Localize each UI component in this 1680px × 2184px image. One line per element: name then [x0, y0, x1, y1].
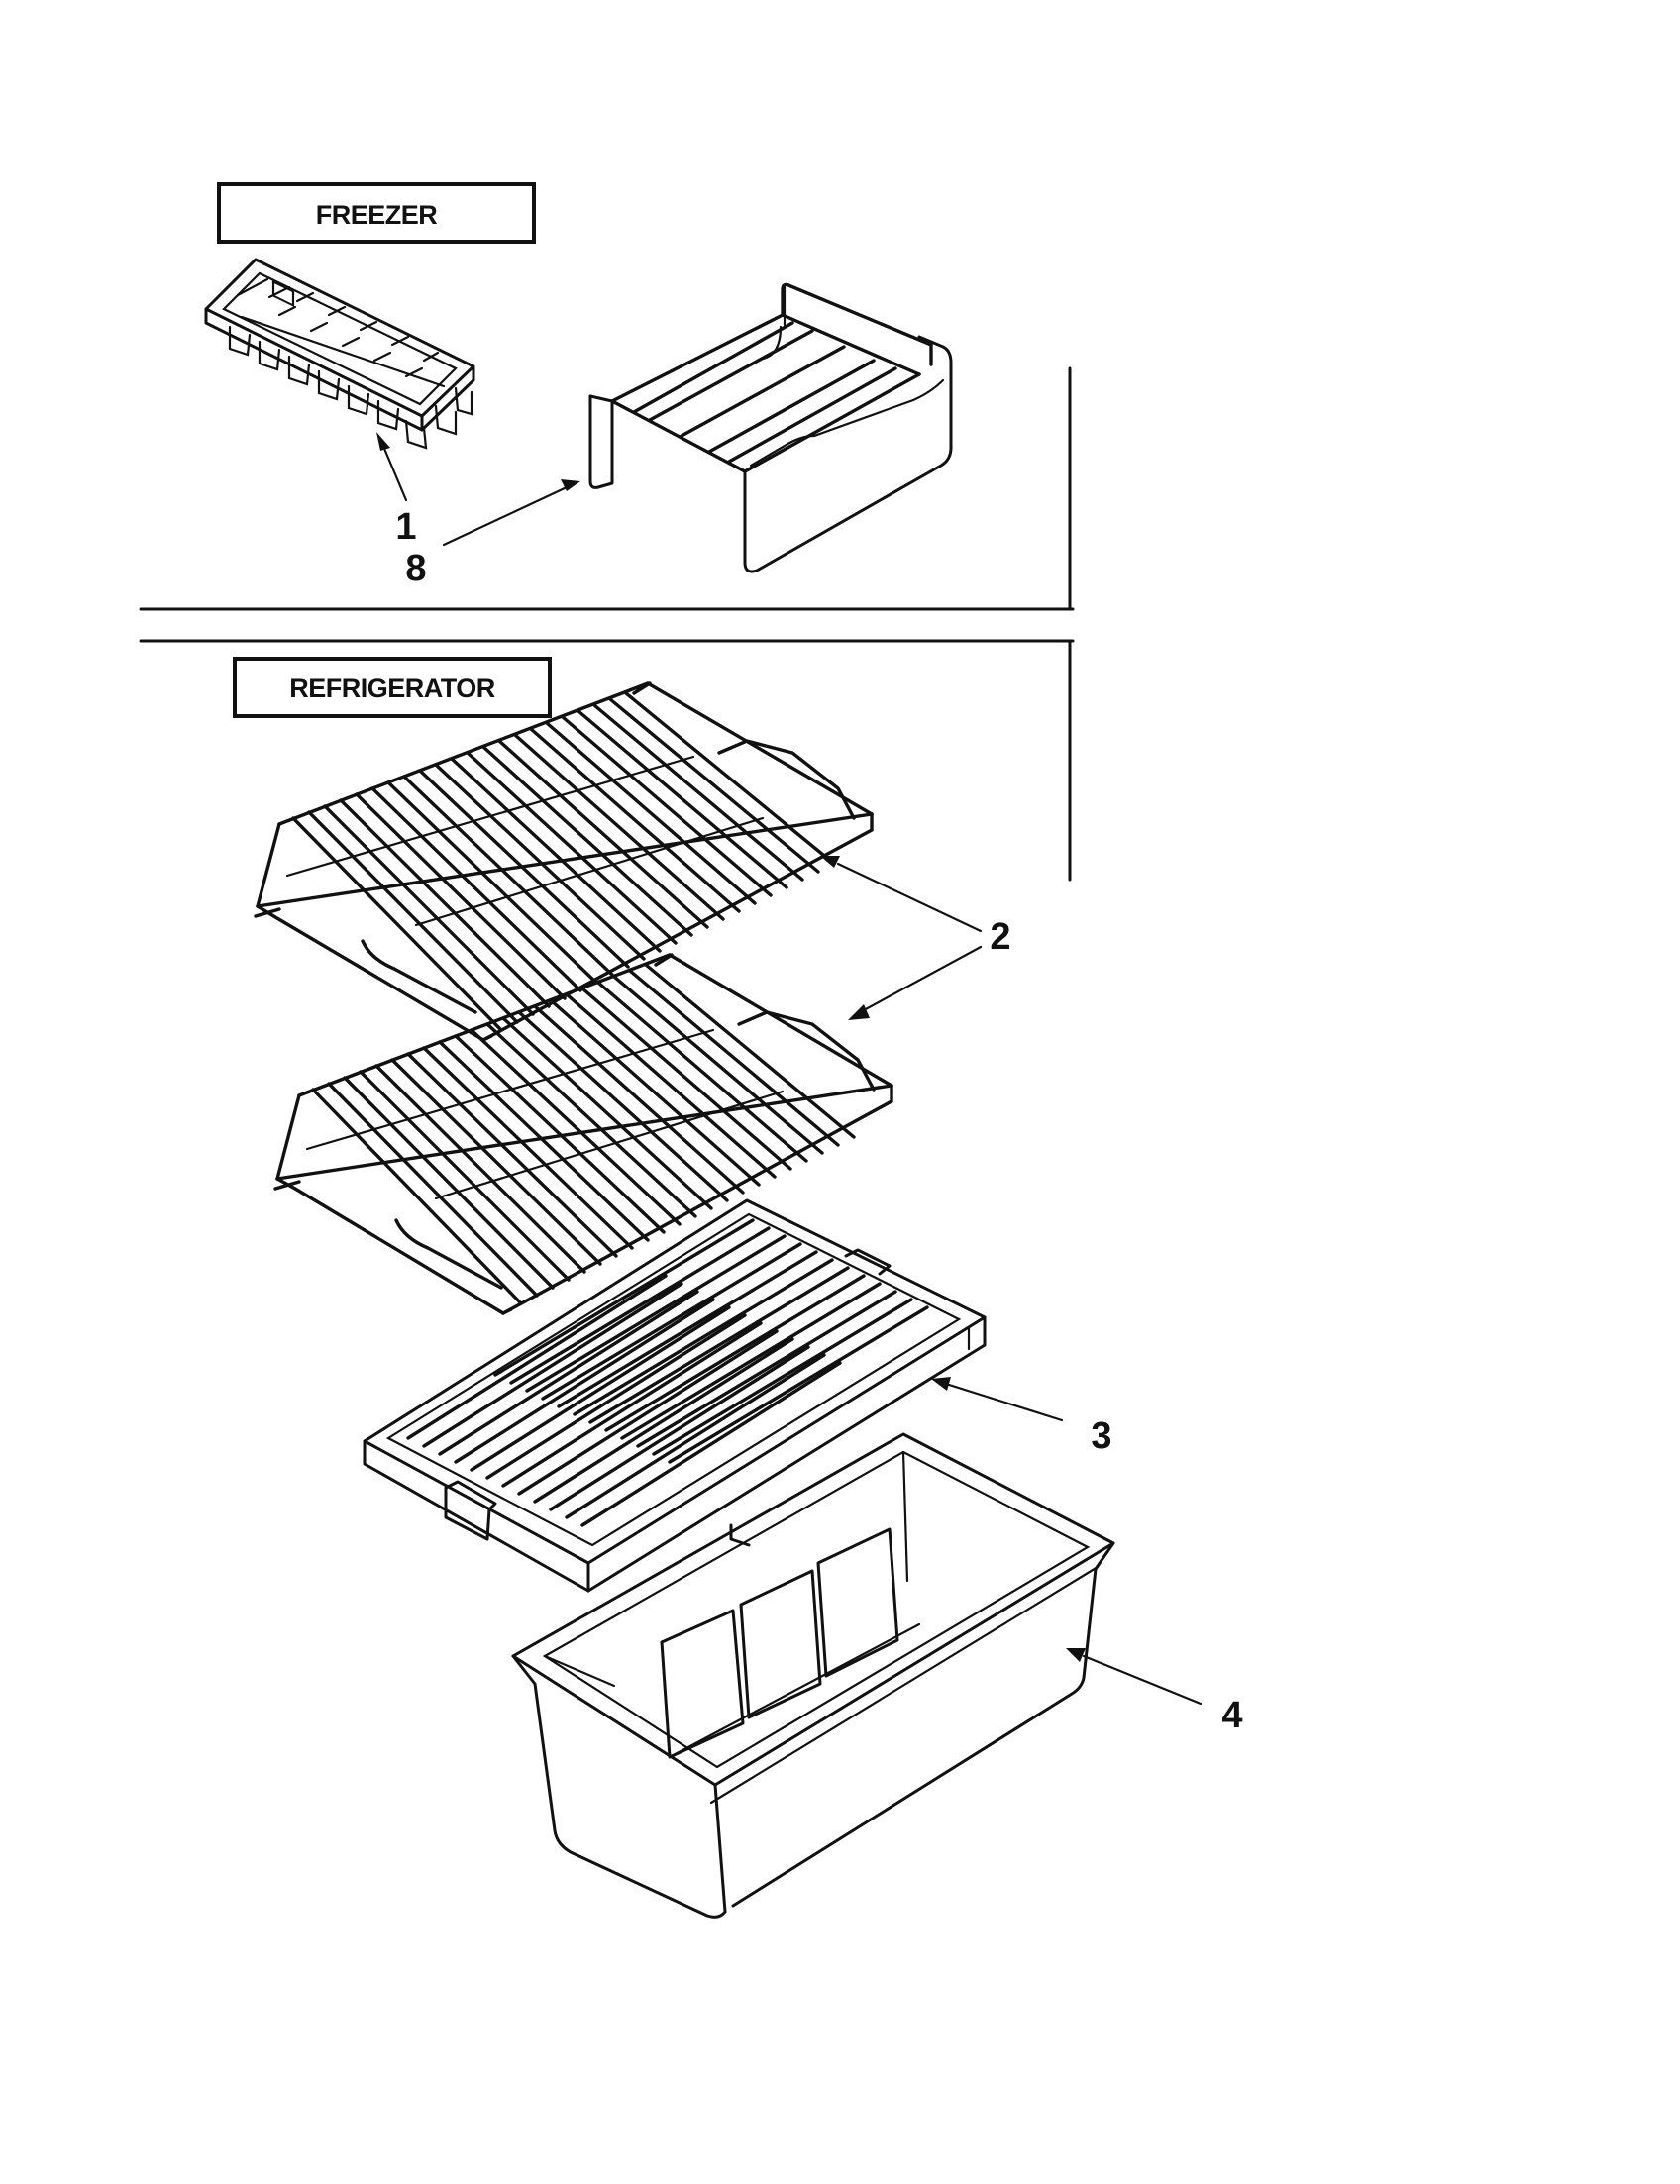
upper-shelf-leader-line: [836, 862, 983, 933]
crisper-bin-leader-line: [1082, 1654, 1203, 1706]
crisper-bin-arrow-icon: [1066, 1648, 1086, 1662]
freezer-shelf-arrow-icon: [561, 479, 580, 491]
crisper-bin-callout: 4: [1221, 1695, 1242, 1736]
ice-tray-illustration: [204, 258, 475, 450]
ice-tray-callout: 1: [395, 506, 416, 548]
refrigerator-label: REFRIGERATOR: [289, 674, 495, 703]
freezer-label-box: FREEZER: [217, 182, 536, 244]
wire-shelves-callout: 2: [990, 916, 1010, 958]
ice-tray-leader-line: [380, 442, 408, 502]
freezer-shelf-callout: 8: [405, 548, 426, 589]
cover-shelf-leader-line: [947, 1383, 1064, 1422]
freezer-label: FREEZER: [316, 200, 438, 230]
lower-shelf-arrow-icon: [848, 1004, 870, 1020]
upper-shelf-arrow-icon: [820, 856, 840, 868]
ice-tray-arrow-icon: [376, 432, 390, 451]
lower-wire-shelf-illustration: [273, 953, 893, 1315]
crisper-bin-illustration: [511, 1432, 1115, 1919]
freezer-shelf-illustration: [588, 282, 953, 573]
lower-shelf-leader-line: [862, 945, 983, 1012]
section-dividers: [139, 366, 1075, 882]
freezer-shelf-leader-line: [442, 485, 569, 547]
refrigerator-label-box: REFRIGERATOR: [233, 657, 552, 718]
upper-wire-shelf-illustration: [254, 681, 874, 1042]
cover-shelf-callout: 3: [1091, 1415, 1111, 1457]
cover-shelf-illustration: [363, 1198, 987, 1593]
cover-shelf-arrow-icon: [931, 1377, 951, 1391]
